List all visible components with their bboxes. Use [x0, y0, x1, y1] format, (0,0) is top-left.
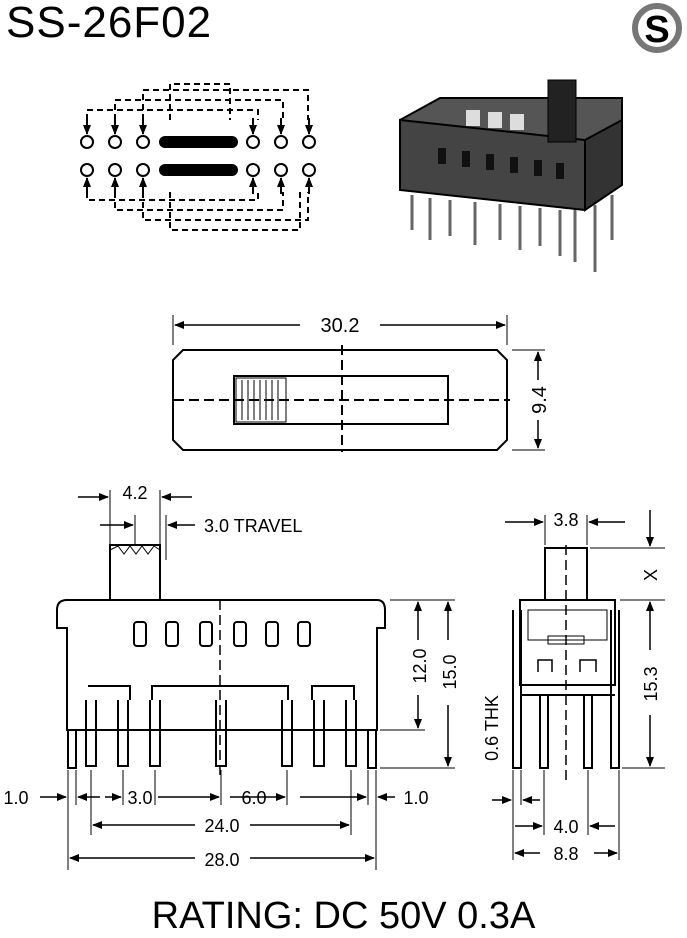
logo-letter: S: [644, 9, 669, 51]
dim-edge-left: 1.0: [3, 788, 28, 808]
dim-thickness: 0.6 THK: [482, 695, 502, 761]
side-view: [492, 510, 665, 860]
dim-pitch-small: 3.0: [127, 788, 152, 808]
dim-edge-right: 1.0: [403, 788, 428, 808]
dim-side-pitch: 4.0: [553, 817, 578, 837]
dim-length: 30.2: [321, 315, 360, 337]
dim-overall-length: 28.0: [204, 850, 239, 870]
dim-pin-span: 24.0: [204, 816, 239, 836]
model-title: SS-26F02: [6, 0, 213, 47]
product-3d-view: [399, 79, 623, 272]
dim-side-height: 15.3: [641, 666, 661, 701]
dim-width: 9.4: [529, 386, 551, 414]
dim-pitch-large: 6.0: [241, 788, 266, 808]
rating-label: RATING: DC 50V 0.3A: [151, 895, 536, 937]
dim-side-x: X: [641, 569, 661, 581]
dim-side-actuator: 3.8: [553, 510, 578, 530]
dim-actuator-width: 4.2: [122, 483, 147, 503]
dim-body-height: 12.0: [410, 648, 430, 683]
circuit-schematic: [80, 83, 316, 231]
brand-logo: S: [632, 3, 682, 53]
dim-total-height: 15.0: [440, 654, 460, 689]
dim-side-width: 8.8: [553, 844, 578, 864]
dim-travel: 3.0 TRAVEL: [204, 516, 302, 536]
top-view: [172, 315, 545, 452]
front-view: [40, 490, 455, 870]
